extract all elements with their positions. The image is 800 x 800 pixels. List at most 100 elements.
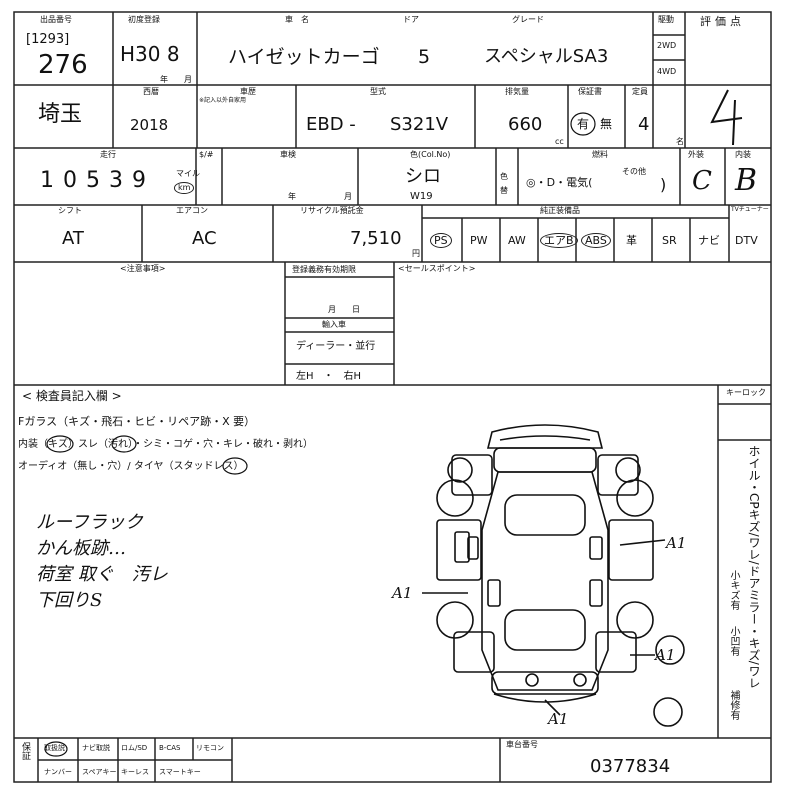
vertical-sub-1: 小キズ有 xyxy=(728,570,739,610)
label-tv-tuner: TVチューナー xyxy=(731,206,769,213)
label-equipment: 純正装備品 xyxy=(540,206,580,215)
equip-navi: ナビ xyxy=(698,234,720,247)
label-color: 色(Col.No) xyxy=(410,150,451,159)
reg-month-day: 月 日 xyxy=(328,305,360,314)
label-insp-year: 年 xyxy=(288,192,296,201)
model-prefix: EBD - xyxy=(306,114,356,135)
label-month: 月 xyxy=(184,75,192,84)
aircon: AC xyxy=(192,228,217,249)
label-hokan: 保証 xyxy=(20,742,30,760)
fuel-other: その他 xyxy=(622,167,646,176)
label-year: 年 xyxy=(160,75,168,84)
label-history-sub: ※記入以外自家用 xyxy=(199,97,247,104)
label-capacity: 定員 xyxy=(632,87,648,96)
label-score: 評価点 xyxy=(700,15,745,28)
label-lot-no: 出品番号 xyxy=(40,15,72,24)
capacity: 4 xyxy=(638,114,650,135)
exterior-grade: C xyxy=(692,166,712,196)
lot-bracket: [1293] xyxy=(26,32,70,47)
handwritten-note-2: かん板跡… xyxy=(36,538,126,559)
doors: 5 xyxy=(418,46,431,68)
label-fuel: 燃料 xyxy=(592,150,608,159)
label-notes: <注意事項> xyxy=(120,264,166,273)
equip-ps: PS xyxy=(430,233,452,248)
color-name: シロ xyxy=(405,166,441,187)
serial-number: 0377834 xyxy=(590,756,671,777)
region: 埼玉 xyxy=(38,102,83,127)
fuel-options: ◎・D・電気( xyxy=(526,176,593,189)
grade: スペシャルSA3 xyxy=(484,46,609,67)
equip-sr: SR xyxy=(662,234,677,247)
bottom-navi-manual: ナビ取説 xyxy=(82,744,110,752)
handwritten-note-3: 荷室 取ぐ 汚レ xyxy=(36,564,168,585)
label-seireki: 西暦 xyxy=(143,87,159,96)
bottom-keyless: キーレス xyxy=(121,768,149,776)
label-aircon: エアコン xyxy=(176,206,208,215)
equip-aw: AW xyxy=(508,234,526,247)
color-swap: 色替 xyxy=(500,172,508,195)
mileage-unit-mile: マイル xyxy=(176,169,200,178)
label-exterior: 外装 xyxy=(688,150,704,159)
damage-mark-rear: A1 xyxy=(548,710,569,728)
bottom-rom-sd: ロム/SD xyxy=(121,744,148,752)
label-cc: cc xyxy=(555,137,564,146)
damage-mark-left: A1 xyxy=(392,584,413,602)
inspector-line-2: 内装（キズ）スレ（汚れ）・シミ・コゲ・穴・キレ・破れ・剥れ） xyxy=(18,439,313,450)
equip-leather: 革 xyxy=(626,234,637,247)
mileage-unit-km: km xyxy=(174,182,195,194)
label-yen: 円 xyxy=(412,249,420,258)
label-drive: 駆動 xyxy=(658,15,674,24)
label-sales-point: <セールスポイント> xyxy=(398,264,476,273)
vertical-note: ホイル・CPキズ/ワレ/ドアミラー・キズ/ワレ xyxy=(747,445,761,689)
bottom-spare-key: スペアキー xyxy=(82,768,117,776)
score-handwriting xyxy=(710,89,743,146)
label-warranty: 保証書 xyxy=(578,87,602,96)
label-serial: 車台番号 xyxy=(506,740,538,749)
interior-grade: B xyxy=(735,163,758,198)
bottom-manual: 取扱説 xyxy=(44,744,65,752)
mileage: 1 0 5 3 9 xyxy=(40,168,147,193)
label-insp-month: 月 xyxy=(344,192,352,201)
color-code: W19 xyxy=(410,191,433,202)
bottom-smart-key: スマートキー xyxy=(159,768,201,776)
damage-mark-rear-right: A1 xyxy=(655,646,676,664)
label-car-name: 車 名 xyxy=(285,15,309,24)
drive-4wd: 4WD xyxy=(657,67,677,76)
displacement: 660 xyxy=(508,114,543,135)
warranty-no: 無 xyxy=(600,117,613,131)
label-shift: シフト xyxy=(58,206,82,215)
year: 2018 xyxy=(130,116,169,134)
vertical-sub-2: 小凹有 xyxy=(728,626,739,656)
label-reg-expiry: 登録義務有効期限 xyxy=(292,265,356,274)
drive-2wd: 2WD xyxy=(657,41,677,50)
warranty-yes: 有 xyxy=(577,117,590,131)
damage-mark-right: A1 xyxy=(666,534,687,552)
label-meter-swap: $/# xyxy=(199,150,214,159)
label-first-reg: 初度登録 xyxy=(128,15,160,24)
label-import: 輸入車 xyxy=(322,320,346,329)
car-diagram xyxy=(422,424,685,727)
label-history: 車歴 xyxy=(240,87,256,96)
equip-pw: PW xyxy=(470,234,488,247)
label-recycle: リサイクル預託金 xyxy=(300,206,364,215)
label-grade: グレード xyxy=(512,15,544,24)
equip-dtv: DTV xyxy=(735,234,758,247)
equip-airbag: エアB xyxy=(540,233,578,248)
label-mileage: 走行 xyxy=(100,150,116,159)
lot-number: 276 xyxy=(38,50,88,80)
import-dealer: ディーラー・並行 xyxy=(296,341,376,352)
bottom-bcas: B-CAS xyxy=(159,744,181,752)
label-interior: 内装 xyxy=(735,150,751,159)
handwritten-note-1: ルーフラック xyxy=(36,512,143,533)
handwritten-note-4: 下回りS xyxy=(36,590,103,611)
label-model: 型式 xyxy=(370,87,386,96)
bottom-plate: ナンバー xyxy=(44,768,72,776)
label-name-unit: 名 xyxy=(676,137,684,146)
inspector-line-3: オーディオ（無し・穴）/ タイヤ（スタッドレス） xyxy=(18,461,244,472)
label-inspector: < 検査員記入欄 > xyxy=(22,389,122,403)
label-keylock: キーロック xyxy=(726,388,766,397)
bottom-remote: リモコン xyxy=(196,744,224,752)
first-registration: H30 8 xyxy=(120,42,180,66)
label-doors: ドア xyxy=(403,15,419,24)
